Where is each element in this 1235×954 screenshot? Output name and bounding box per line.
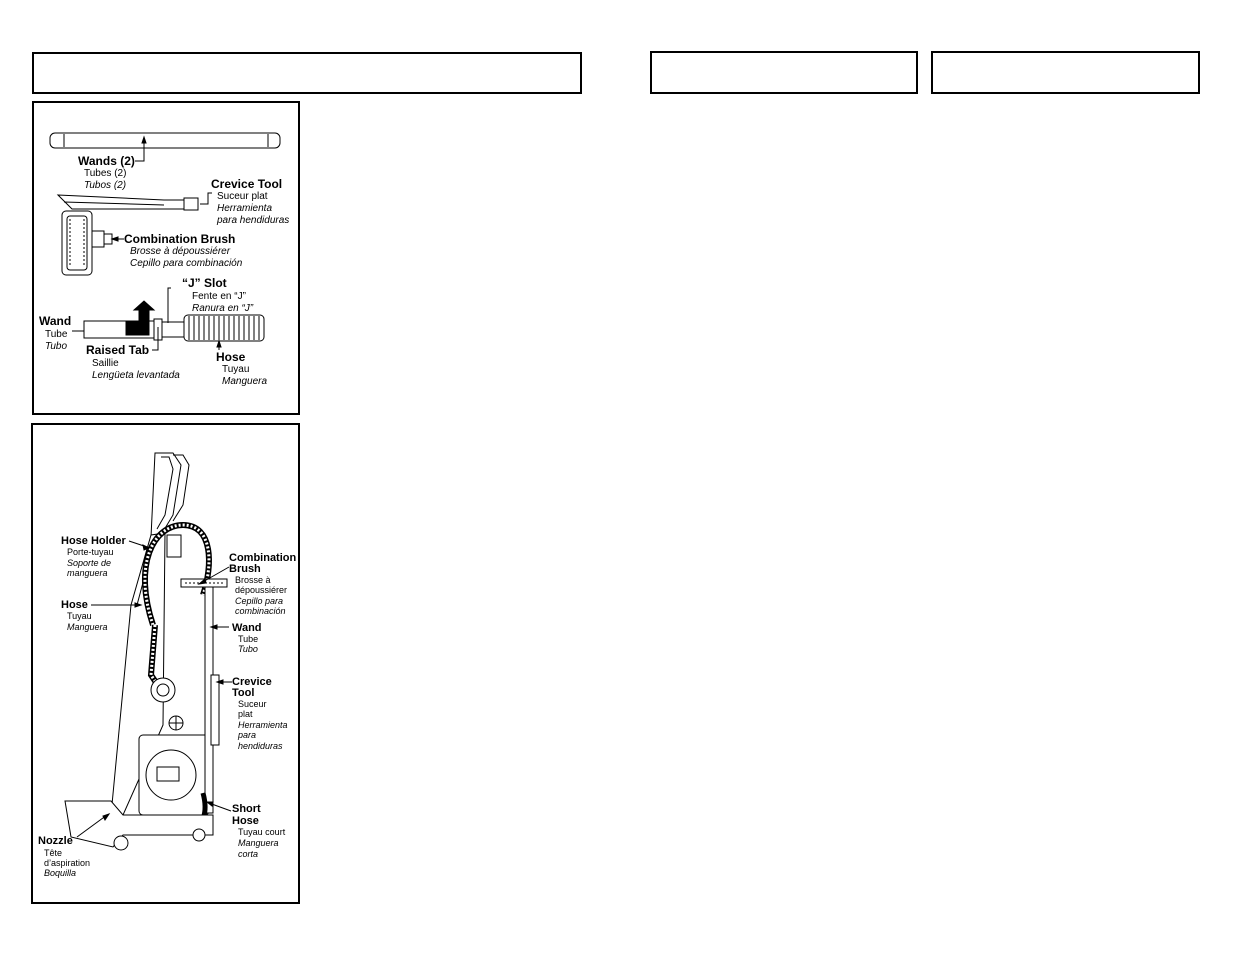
right-header-box xyxy=(931,51,1200,94)
hose-holder-es-2: manguera xyxy=(67,568,108,578)
crevice-tool-fr-2: plat xyxy=(238,709,253,719)
combination-brush-es-1: Cepillo para xyxy=(235,596,284,606)
wand-fr: Tube xyxy=(238,634,259,644)
wand-fr: Tube xyxy=(45,329,68,340)
hose-es: Manguera xyxy=(67,622,108,632)
wands-es: Tubos (2) xyxy=(84,180,127,191)
accessories-illustration xyxy=(49,132,281,351)
hose-label: Hose xyxy=(61,599,88,611)
short-hose-fr: Tuyau court xyxy=(238,827,286,837)
nozzle-fr-1: Tête xyxy=(44,848,63,858)
middle-header-box xyxy=(650,51,918,94)
combination-brush-es-2: combinación xyxy=(235,606,286,616)
crevice-tool-label: Crevice Tool xyxy=(211,177,283,191)
combination-brush-fr: Brosse à dépoussiérer xyxy=(130,246,231,257)
raised-tab-es: Lengüeta levantada xyxy=(92,370,180,381)
combination-brush-label: Combination xyxy=(229,552,297,564)
nozzle-fr-2: d’aspiration xyxy=(44,858,91,868)
crevice-tool-es-3: hendiduras xyxy=(238,741,283,751)
crevice-tool-fr: Suceur plat xyxy=(217,191,268,202)
wand-label: Wand xyxy=(232,622,262,634)
combination-brush-label-2: Brush xyxy=(229,563,261,575)
hose-holder-es-1: Soporte de xyxy=(67,558,112,568)
wands-fr: Tubes (2) xyxy=(84,168,127,179)
combination-brush-label: Combination Brush xyxy=(124,232,236,246)
crevice-tool-es-1: Herramienta xyxy=(238,720,288,730)
crevice-tool-es-2: para hendiduras xyxy=(217,215,290,226)
crevice-tool-fr-1: Suceur xyxy=(238,699,267,709)
short-hose-label: Short xyxy=(232,803,261,815)
nozzle-label: Nozzle xyxy=(38,835,73,847)
short-hose-es-1: Manguera xyxy=(238,838,279,848)
j-slot-fr: Fente en “J” xyxy=(192,291,246,302)
j-slot-label: “J” Slot xyxy=(182,276,227,290)
short-hose-es-2: corta xyxy=(238,849,259,859)
crevice-tool-es-2: para xyxy=(238,730,257,740)
nozzle-drawing xyxy=(64,800,214,848)
wand-tube-drawing xyxy=(49,132,281,149)
vacuum-illustration xyxy=(64,452,232,851)
hose-fr: Tuyau xyxy=(222,364,250,375)
raised-tab-fr: Saillie xyxy=(92,358,119,369)
hose-label: Hose xyxy=(216,350,246,364)
crevice-tool-on-vacuum xyxy=(210,674,220,746)
wands-label: Wands (2) xyxy=(78,154,135,168)
wand-es: Tubo xyxy=(45,341,68,352)
hose-fr: Tuyau xyxy=(67,611,92,621)
combination-brush-fr-1: Brosse à xyxy=(235,575,271,585)
j-slot-es: Ranura en “J” xyxy=(192,303,254,314)
raised-tab-label: Raised Tab xyxy=(86,343,150,357)
wand-es: Tubo xyxy=(238,644,258,654)
nozzle-es: Boquilla xyxy=(44,868,77,878)
arrow-drawing xyxy=(125,300,156,336)
accessories-panel: Wands (2) Tubes (2) Tubos (2) Crevice To… xyxy=(32,101,300,415)
combination-brush-es: Cepillo para combinación xyxy=(130,258,243,269)
hose-holder-fr: Porte-tuyau xyxy=(67,547,114,557)
hose-es: Manguera xyxy=(222,376,268,387)
left-header-box xyxy=(32,52,582,94)
wand-label: Wand xyxy=(39,314,72,328)
short-hose-label-2: Hose xyxy=(232,815,259,827)
crevice-tool-label: Crevice xyxy=(232,676,272,688)
vacuum-panel: Hose Holder Porte-tuyau Soporte de mangu… xyxy=(31,423,300,904)
combination-brush-fr-2: dépoussiérer xyxy=(235,585,288,595)
hose-holder-label: Hose Holder xyxy=(61,535,126,547)
crevice-tool-label-2: Tool xyxy=(232,687,255,699)
crevice-tool-es-1: Herramienta xyxy=(217,203,273,214)
